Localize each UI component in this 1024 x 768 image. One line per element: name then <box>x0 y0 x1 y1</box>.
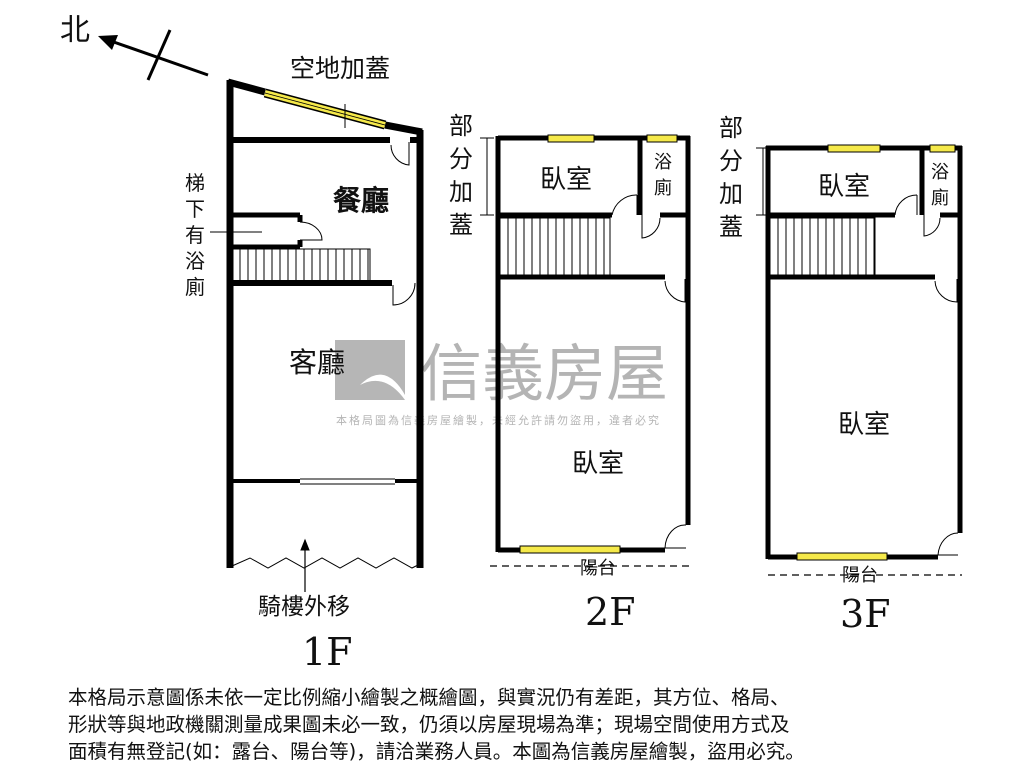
label-under-stairs-bathroom: 梯下有浴廁 <box>185 171 205 299</box>
stairs <box>231 248 371 283</box>
label-balcony-3f: 陽台 <box>842 565 878 586</box>
svg-text:浴: 浴 <box>654 152 672 173</box>
floor-label-2f: 2F <box>585 590 636 634</box>
stair-treads <box>239 249 369 282</box>
label-open-space-addition: 空地加蓋 <box>290 54 390 83</box>
watermark: 信義房屋 本格局圖為信義房屋繪製，未經允許請勿盜用，違者必究 <box>335 337 668 427</box>
room-bedroom-3f-main: 臥室 <box>838 410 890 440</box>
room-dining: 餐廳 <box>333 184 389 217</box>
room-bedroom-3f-front: 臥室 <box>818 172 870 202</box>
floor-label-1f: 1F <box>302 630 353 674</box>
window <box>263 88 387 130</box>
label-partial-addition-3f: 部分加蓋 <box>719 114 743 241</box>
stair-treads <box>777 218 875 275</box>
label-balcony-2f: 陽台 <box>580 558 616 579</box>
watermark-logo <box>335 340 405 400</box>
svg-text:廁: 廁 <box>931 187 949 209</box>
windows-2f <box>519 134 678 554</box>
floor-label-3f: 3F <box>840 592 891 636</box>
disclaimer: 本格局示意圖係未依一定比例縮小繪製之概繪圖，與實況仍有差距，其方位、格局、 形狀… <box>68 684 968 765</box>
room-living: 客廳 <box>289 346 345 379</box>
watermark-brand: 信義房屋 <box>420 337 668 410</box>
floor-1f <box>210 78 424 592</box>
north-label: 北 <box>60 13 90 48</box>
disclaimer-line: 形狀等與地政機關測量成果圖未必一致，仍須以房屋現場為準；現場空間使用方式及 <box>68 713 790 736</box>
door <box>390 142 410 166</box>
svg-text:浴: 浴 <box>931 162 949 183</box>
stair-treads <box>507 218 605 275</box>
room-bedroom-2f-main: 臥室 <box>572 449 624 479</box>
windows-3f <box>796 144 956 561</box>
room-bathroom-3f: 浴廁 <box>931 162 949 209</box>
door <box>392 282 416 306</box>
floor-3f <box>756 145 963 576</box>
disclaimer-line: 本格局示意圖係未依一定比例縮小繪製之概繪圖，與實況仍有差距，其方位、格局、 <box>68 686 790 709</box>
label-arcade: 騎樓外移 <box>258 594 350 620</box>
north-arrow: 北 <box>60 13 209 81</box>
label-partial-addition-2f: 部分加蓋 <box>449 112 473 239</box>
door <box>299 221 323 241</box>
arrow-head-icon <box>98 35 118 50</box>
disclaimer-line: 面積有無登記(如：露台、陽台等)，請洽業務人員。本圖為信義房屋繪製，盜用必究。 <box>68 740 805 763</box>
room-bathroom-2f: 浴廁 <box>654 152 672 199</box>
svg-text:廁: 廁 <box>654 177 672 199</box>
room-bedroom-2f-front: 臥室 <box>540 165 592 195</box>
